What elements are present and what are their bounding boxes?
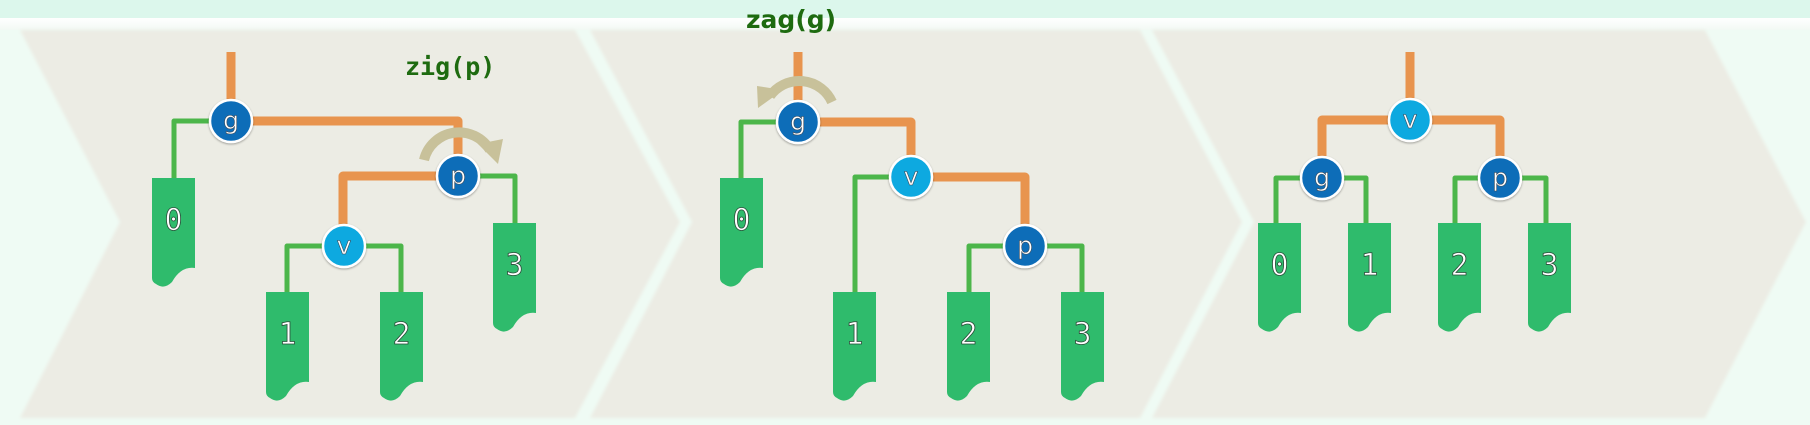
- edge-g-v: [812, 117, 916, 160]
- node-label: p: [1017, 231, 1033, 260]
- operation-label-zig: zig(p): [405, 52, 495, 81]
- rotate-clockwise-icon: [419, 127, 495, 162]
- leaf-shape: [947, 292, 990, 401]
- node-label: v: [904, 162, 919, 191]
- edge-p-v: [338, 171, 440, 230]
- node-circle: [1387, 97, 1433, 143]
- rotate-counterclockwise-arrowhead: [757, 86, 783, 108]
- node-label: g: [790, 107, 806, 136]
- leaf-label: 3: [505, 248, 523, 283]
- leaf-label: 3: [1540, 248, 1558, 283]
- edge-v-p: [1428, 115, 1505, 162]
- leaf-label: 3: [1073, 317, 1091, 352]
- edge-p-leaf2: [966, 243, 1008, 294]
- leaf-shape: [266, 292, 309, 401]
- node-label: v: [1403, 105, 1418, 134]
- leaf-1: 1: [266, 292, 309, 401]
- leaf-2: 2: [380, 292, 423, 401]
- node-circle: [775, 99, 821, 145]
- node-circle: [321, 223, 367, 269]
- white-band: [0, 18, 1810, 30]
- node-label: p: [450, 161, 466, 190]
- node-label: g: [1314, 163, 1330, 192]
- edge-g-leaf0: [171, 118, 212, 180]
- node-circle: [435, 153, 481, 199]
- edge-p-leaf3: [1042, 243, 1085, 294]
- node-v: v: [321, 223, 367, 269]
- edge-g-leaf1: [1339, 175, 1369, 225]
- node-g: g: [1299, 155, 1345, 201]
- node-label: p: [1492, 163, 1508, 192]
- leaf-label: 1: [1360, 248, 1378, 283]
- leaf-label: 0: [164, 203, 182, 238]
- edge-v-leaf1: [284, 243, 326, 294]
- leaf-label: 2: [1450, 248, 1468, 283]
- leaf-1: 1: [1348, 223, 1391, 332]
- node-p: p: [1002, 223, 1048, 269]
- panel-1: 0 1 2 3 g p v zig(p): [152, 52, 536, 401]
- leaf-2: 2: [1438, 223, 1481, 332]
- leaf-shape: [380, 292, 423, 401]
- leaf-label: 0: [1270, 248, 1288, 283]
- leaf-0: 0: [720, 178, 763, 287]
- edge-v-p: [928, 172, 1030, 230]
- node-v: v: [888, 154, 934, 200]
- leaf-label: 0: [732, 203, 750, 238]
- leaf-2: 2: [947, 292, 990, 401]
- panel-bg-2: [590, 30, 1242, 418]
- node-v: v: [1387, 97, 1433, 143]
- node-label: v: [337, 231, 352, 260]
- leaf-shape: [1258, 223, 1301, 332]
- panel-bg-1: [20, 30, 680, 418]
- leaf-label: 1: [845, 317, 863, 352]
- leaf-shape: [833, 292, 876, 401]
- leaf-shape: [720, 178, 763, 287]
- top-band: [0, 0, 1810, 18]
- operation-label-zag: zag(g): [746, 5, 836, 34]
- edge-p-leaf3: [1517, 175, 1549, 225]
- edge-v-leaf2: [362, 243, 404, 294]
- leaf-shape: [152, 178, 195, 287]
- leaf-shape: [1528, 223, 1571, 332]
- leaf-3: 3: [1528, 223, 1571, 332]
- node-circle: [1477, 155, 1523, 201]
- node-circle: [208, 98, 254, 144]
- edge-g-leaf0: [1273, 175, 1305, 225]
- leaf-1: 1: [833, 292, 876, 401]
- node-g: g: [775, 99, 821, 145]
- panel-2: 0 1 2 3 g v p zag(g): [720, 5, 1104, 401]
- edge-v-g: [1317, 115, 1392, 162]
- leaf-0: 0: [152, 178, 195, 287]
- node-circle: [1002, 223, 1048, 269]
- node-circle: [888, 154, 934, 200]
- node-circle: [1299, 155, 1345, 201]
- node-p: p: [435, 153, 481, 199]
- leaf-3: 3: [1061, 292, 1104, 401]
- edge-p-leaf3: [476, 173, 518, 225]
- panel-3: 0 1 2 3 v g p: [1258, 52, 1571, 332]
- leaf-3: 3: [493, 223, 536, 332]
- leaf-shape: [1061, 292, 1104, 401]
- node-label: g: [223, 106, 239, 135]
- leaf-label: 2: [959, 317, 977, 352]
- edge-p-leaf2: [1452, 175, 1483, 225]
- node-g: g: [208, 98, 254, 144]
- node-p: p: [1477, 155, 1523, 201]
- edge-g-p: [245, 116, 463, 160]
- edge-v-leaf1: [852, 174, 894, 294]
- leaf-shape: [493, 223, 536, 332]
- leaf-label: 1: [278, 317, 296, 352]
- leaf-0: 0: [1258, 223, 1301, 332]
- leaf-shape: [1438, 223, 1481, 332]
- leaf-label: 2: [392, 317, 410, 352]
- rotate-clockwise-arrowhead: [478, 139, 503, 164]
- edge-g-leaf0: [738, 119, 780, 180]
- leaf-shape: [1348, 223, 1391, 332]
